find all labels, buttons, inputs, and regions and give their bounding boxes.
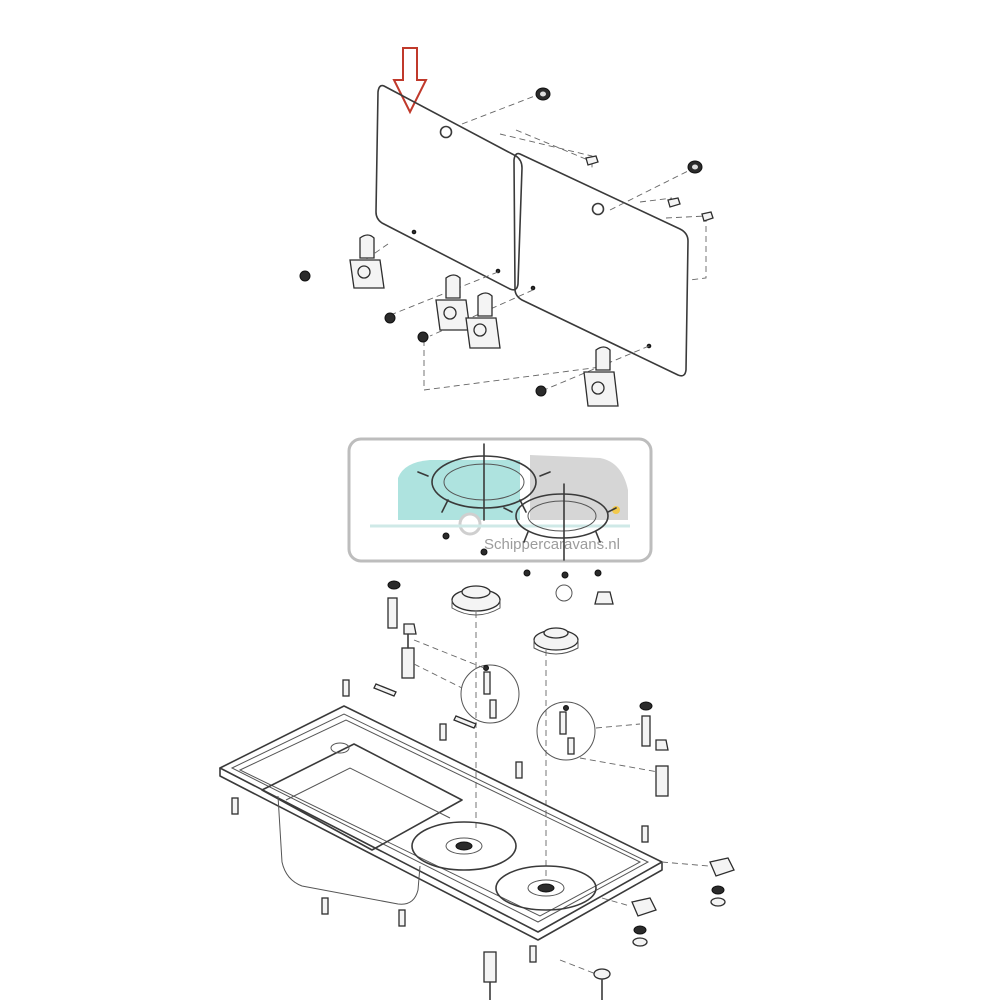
glass-lid-right: [513, 152, 689, 377]
nut-4: [535, 385, 547, 397]
rubber-grommet-2: [687, 160, 703, 174]
thermocouple-left: [401, 633, 415, 679]
leader-line-4: [579, 757, 659, 773]
hinge-1: [349, 234, 385, 289]
burner-base-right: [495, 865, 597, 911]
pan-support-feet: [442, 532, 602, 579]
ignition-parts-right: [639, 701, 669, 797]
screw-7: [398, 909, 406, 927]
rubber-bumper-3: [701, 211, 714, 222]
watermark-text: Schippercaravans.nl: [484, 536, 620, 553]
down-arrow-icon: [392, 47, 428, 115]
screw-6: [321, 897, 329, 915]
burner-cap-right: [533, 627, 579, 655]
hinge-4: [583, 346, 619, 407]
glass-lid-left: [375, 84, 523, 291]
leader-line-6: [661, 861, 709, 867]
hinge-3: [465, 292, 501, 349]
burner-part-small: [555, 584, 614, 605]
nut-2: [384, 312, 396, 324]
screw-3: [515, 761, 523, 779]
rubber-bumper-2: [667, 197, 681, 208]
hinge-2: [435, 274, 471, 331]
lid-assembly-lines: [361, 93, 707, 391]
injector-left: [387, 580, 417, 635]
nut-1: [299, 270, 311, 282]
control-knob-right: [709, 857, 735, 907]
pan-support-right: [503, 483, 617, 561]
burner-cap-left: [451, 585, 501, 616]
leader-line-2: [413, 639, 485, 669]
nut-3: [417, 331, 429, 343]
screw-8: [529, 945, 537, 963]
control-knob-left: [631, 897, 657, 947]
burner-base-left: [411, 821, 517, 871]
watermark-box: Schippercaravans.nl: [347, 437, 653, 563]
sink-hob-unit: [219, 705, 663, 941]
pan-support-left: [417, 443, 551, 521]
detail-circle-right: [536, 701, 596, 761]
rubber-grommet-1: [535, 87, 551, 101]
screw-1: [342, 679, 350, 697]
mounting-foot: [559, 959, 611, 1000]
leader-line-1: [413, 663, 463, 689]
screw-4: [231, 797, 239, 815]
screw-5: [641, 825, 649, 843]
sink-basin: [261, 742, 463, 905]
caravan-logo-icon: [370, 455, 630, 536]
screw-2: [439, 723, 447, 741]
detail-circle-left: [460, 664, 520, 724]
leader-line-5: [601, 897, 631, 907]
gas-inlet: [483, 951, 497, 1000]
leader-line-3: [595, 723, 641, 729]
spacer-bolt-left: [373, 683, 477, 729]
rubber-bumper-1: [585, 155, 599, 166]
